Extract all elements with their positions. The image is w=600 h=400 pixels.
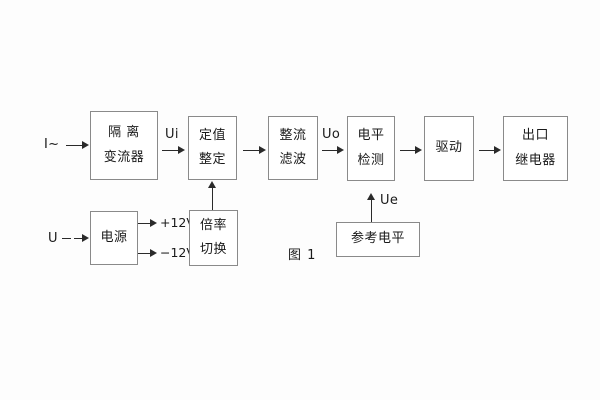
block-reference-level-line-1: 参考电平 — [350, 231, 405, 247]
block-drive[interactable]: 驱动 — [424, 116, 474, 181]
arrow-into-output-relay — [494, 146, 501, 154]
block-ratio-switch-line-2: 切换 — [199, 242, 227, 257]
block-ratio-switch-line-1: 倍率 — [199, 217, 227, 233]
wire-drive-to-output-relay — [479, 150, 496, 151]
block-drive-line-1: 驱动 — [435, 140, 463, 156]
block-power-supply[interactable]: 电源 — [90, 211, 138, 265]
wire-input-current — [66, 145, 84, 146]
block-reference-level[interactable]: 参考电平 — [336, 222, 420, 257]
block-isolation-ct-line-2: 变流器 — [103, 149, 145, 165]
label-input-voltage: U — [48, 231, 58, 246]
label-ue: Ue — [380, 193, 399, 208]
label-rail-negative: −12V — [160, 245, 195, 260]
block-power-supply-line-1: 电源 — [100, 229, 128, 245]
block-output-relay-line-1: 出口 — [521, 128, 549, 144]
wire-rail-positive — [138, 223, 152, 224]
block-isolation-ct-line-1: 隔 离 — [108, 125, 140, 141]
block-output-relay[interactable]: 出口 继电器 — [503, 116, 568, 181]
figure-caption: 图 1 — [288, 248, 317, 263]
block-level-detect[interactable]: 电平 检测 — [347, 116, 395, 181]
arrow-rail-positive — [150, 219, 157, 227]
wire-uo — [322, 150, 339, 151]
arrow-into-level-detect-from-reference — [367, 193, 375, 200]
block-setting[interactable]: 定值 整定 — [188, 116, 237, 180]
block-output-relay-line-2: 继电器 — [515, 152, 556, 168]
arrow-into-setting-from-ratio-switch — [208, 181, 216, 188]
block-ratio-switch[interactable]: 倍率 切换 — [189, 210, 238, 266]
wire-rail-negative — [138, 253, 152, 254]
block-setting-line-1: 定值 — [198, 127, 226, 143]
label-rail-positive: +12V — [160, 215, 195, 230]
block-rectify-filter-line-1: 整流 — [279, 127, 307, 143]
label-input-current: I~ — [44, 137, 60, 152]
block-level-detect-line-1: 电平 — [357, 128, 385, 144]
block-setting-line-2: 整定 — [198, 152, 226, 167]
wire-ratio-switch-to-setting — [212, 188, 213, 210]
arrow-into-rectify-filter — [259, 146, 266, 154]
block-isolation-ct[interactable]: 隔 离 变流器 — [90, 111, 158, 180]
block-rectify-filter-line-2: 滤波 — [279, 152, 307, 167]
label-ui: Ui — [165, 127, 179, 142]
arrow-rail-negative — [150, 249, 157, 257]
wire-input-voltage-seg-1 — [62, 238, 71, 239]
wire-reference-level-to-level-detect — [371, 200, 372, 222]
wire-ui — [162, 150, 180, 151]
arrow-into-level-detect — [337, 146, 344, 154]
arrow-into-isolation-ct — [82, 141, 89, 149]
wire-input-voltage-seg-2 — [74, 238, 84, 239]
arrow-into-power-supply — [82, 234, 89, 242]
block-level-detect-line-2: 检测 — [357, 152, 385, 168]
block-rectify-filter[interactable]: 整流 滤波 — [268, 116, 318, 180]
arrow-into-setting — [178, 146, 185, 154]
arrow-into-drive — [415, 146, 422, 154]
wire-level-detect-to-drive — [400, 150, 417, 151]
label-uo: Uo — [322, 127, 341, 142]
wire-setting-to-rectify — [243, 150, 261, 151]
